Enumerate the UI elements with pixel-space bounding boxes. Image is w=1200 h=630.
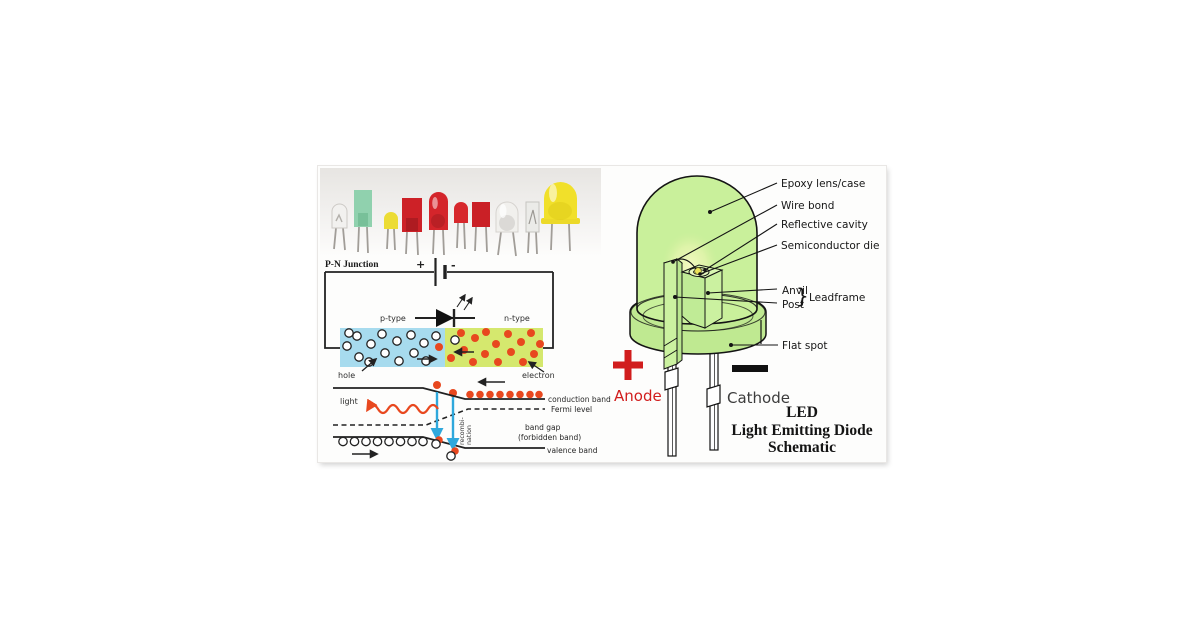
clear-rect-led — [525, 201, 540, 233]
hole-pointer-arrow — [361, 357, 378, 372]
led-schematic-image: P-N Junction + - p-type — [318, 166, 886, 462]
title-line-2: Light Emitting Diode — [731, 422, 872, 439]
falling-electron-dot — [433, 381, 441, 389]
anvil-front — [681, 271, 706, 329]
recombination-arrows — [430, 392, 460, 451]
n-type-label: n-type — [504, 314, 530, 323]
band-gap-label-1: band gap — [525, 423, 561, 432]
conduction-band-electrons — [466, 390, 543, 399]
recombination-label: recombi- nation — [459, 417, 473, 445]
band-diagram: light recombi- nation conduction band Fe… — [333, 377, 611, 461]
circuit-wires — [324, 271, 554, 349]
electron-label: electron — [522, 371, 555, 380]
electron-pointer-arrow — [527, 361, 545, 373]
semiconductor-die-label: Semiconductor die — [781, 240, 879, 252]
yellow-led-small — [384, 212, 398, 229]
cathode-label: Cathode — [727, 389, 790, 407]
recombining-hole — [431, 439, 441, 449]
led-photo-strip — [320, 168, 601, 257]
valence-band-label: valence band — [547, 446, 598, 455]
led-cutaway: Epoxy lens/case Wire bond Reflective cav… — [613, 175, 879, 457]
hole-label: hole — [338, 371, 355, 380]
light-label: light — [340, 397, 358, 406]
anvil-label: Anvil — [782, 285, 808, 297]
epoxy-label: Epoxy lens/case — [781, 178, 865, 190]
cathode-leg-crimp — [706, 384, 721, 408]
schematic-title: LED Light Emitting Diode Schematic — [731, 404, 872, 456]
battery-symbol: + - — [416, 258, 456, 286]
battery-minus-label: - — [451, 259, 456, 272]
pn-junction-circuit: P-N Junction + - p-type — [324, 258, 555, 380]
leadframe-brace: } — [796, 284, 809, 308]
anode-plus-symbol — [613, 350, 643, 380]
conduction-band-line — [333, 387, 545, 400]
light-wave-arrow — [366, 398, 439, 415]
fermi-level-label: Fermi level — [551, 405, 592, 414]
red-led-small — [454, 202, 468, 223]
red-rect-led-2 — [472, 202, 490, 227]
battery-plus-label: + — [416, 258, 425, 271]
recombining-hole — [446, 451, 456, 461]
svg-text:nation: nation — [466, 425, 473, 445]
led-photo-legs — [333, 222, 571, 257]
post-side — [676, 257, 683, 366]
flat-spot-label: Flat spot — [782, 340, 828, 352]
diode-symbol — [415, 293, 475, 327]
post-front — [663, 258, 678, 370]
p-type-label: p-type — [380, 314, 406, 323]
fermi-level-line — [333, 408, 545, 426]
cutaway-labels: Epoxy lens/case Wire bond Reflective cav… — [781, 178, 879, 352]
pn-junction-heading: P-N Junction — [325, 260, 379, 270]
electron-dots — [435, 328, 544, 366]
reflective-cavity-label: Reflective cavity — [781, 219, 868, 231]
valence-band-holes — [338, 436, 428, 447]
leadframe-label: Leadframe — [809, 292, 865, 304]
cathode-minus-symbol — [732, 365, 768, 372]
svg-text:recombi-: recombi- — [459, 417, 466, 445]
pointer-lines — [671, 182, 778, 347]
post-label: Post — [782, 299, 804, 311]
yellow-led-flange — [541, 218, 580, 224]
light-emission-arrows — [456, 293, 473, 311]
anode-leg-crimp — [664, 367, 679, 391]
wire-bond-label: Wire bond — [781, 200, 834, 212]
conduction-band-label: conduction band — [548, 395, 611, 404]
led-schematic-svg: P-N Junction + - p-type — [320, 168, 879, 461]
anode-label: Anode — [614, 387, 662, 405]
led-internal-leadframe — [662, 257, 724, 370]
title-line-1: LED — [786, 404, 818, 421]
band-gap-label-2: (forbidden band) — [518, 433, 581, 442]
led-photo-bodies — [331, 182, 580, 233]
title-line-3: Schematic — [768, 439, 836, 456]
